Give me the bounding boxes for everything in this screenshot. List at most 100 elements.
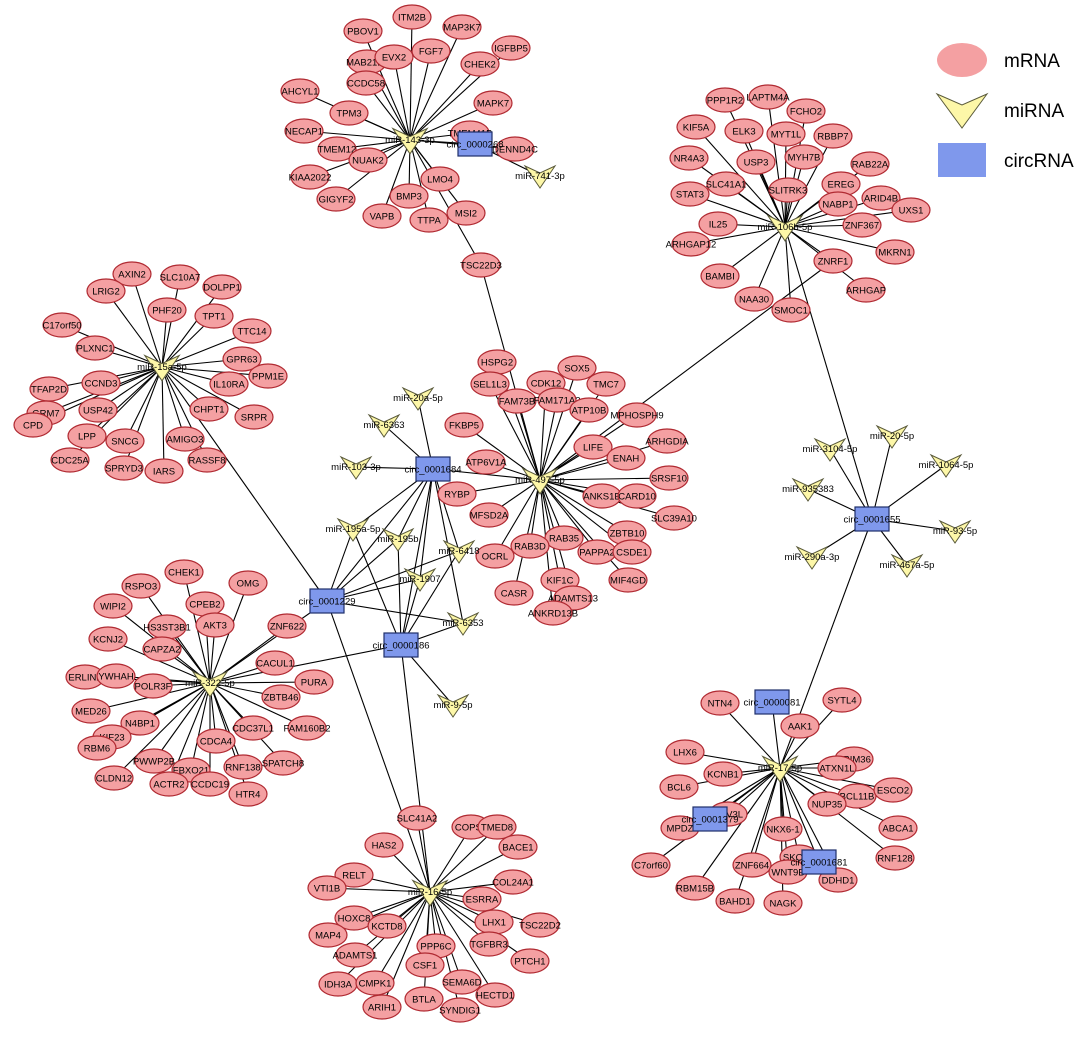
mirna-node-mir-741-3p[interactable]: miR-741-3p <box>515 164 565 189</box>
mirna-node-mir-195b[interactable]: miR-195b <box>377 527 419 552</box>
mrna-node-kctd8[interactable]: KCTD8 <box>367 913 407 939</box>
mrna-node-znf622[interactable]: ZNF622 <box>267 613 307 639</box>
mrna-node-c17orf50[interactable]: C17orf50 <box>42 312 82 338</box>
circrna-node-circ-0001681[interactable]: circ_0001681 <box>790 849 848 875</box>
mrna-node-nabp1[interactable]: NABP1 <box>818 191 858 217</box>
mrna-node-idh3a[interactable]: IDH3A <box>318 971 358 997</box>
mirna-node-mir-16-5p[interactable]: miR-16-5p <box>408 879 452 907</box>
mirna-node-mir-20a-5p[interactable]: miR-20a-5p <box>393 386 443 411</box>
mrna-node-tgfbr3[interactable]: TGFBR3 <box>469 931 509 957</box>
mrna-node-atxn1l[interactable]: ATXN1L <box>817 755 857 781</box>
mrna-node-tpt1[interactable]: TPT1 <box>194 303 234 329</box>
mrna-node-life[interactable]: LIFE <box>573 434 613 460</box>
mrna-node-cpd[interactable]: CPD <box>13 412 53 438</box>
mrna-node-chek2[interactable]: CHEK2 <box>460 51 500 77</box>
mrna-node-rbm15b[interactable]: RBM15B <box>675 875 715 901</box>
mrna-node-slc41a1[interactable]: SLC41A1 <box>706 171 747 197</box>
mrna-node-ocrl[interactable]: OCRL <box>475 543 515 569</box>
mrna-node-rab22a[interactable]: RAB22A <box>850 151 890 177</box>
mrna-node-znrf1[interactable]: ZNRF1 <box>813 248 853 274</box>
mrna-node-tmem12[interactable]: TMEM12 <box>317 136 357 162</box>
mrna-node-necap1[interactable]: NECAP1 <box>284 118 324 144</box>
mrna-node-sytl4[interactable]: SYTL4 <box>822 687 862 713</box>
mrna-node-rbm6[interactable]: RBM6 <box>77 735 117 761</box>
mrna-node-tsc22d2[interactable]: TSC22D2 <box>519 912 561 938</box>
mrna-node-lrig2[interactable]: LRIG2 <box>86 278 126 304</box>
mrna-node-laptm4a[interactable]: LAPTM4A <box>746 84 790 110</box>
mirna-node-mir-93-5p[interactable]: miR-93-5p <box>933 519 977 544</box>
mrna-node-bace1[interactable]: BACE1 <box>498 834 538 860</box>
mrna-node-adamts1[interactable]: ADAMTS1 <box>333 942 378 968</box>
mrna-node-ptch1[interactable]: PTCH1 <box>510 948 550 974</box>
mrna-node-col24a1[interactable]: COL24A1 <box>492 869 534 895</box>
mrna-node-fam73b[interactable]: FAM73B <box>497 388 537 414</box>
mrna-node-cdca4[interactable]: CDCA4 <box>196 728 236 754</box>
mrna-node-hectd1[interactable]: HECTD1 <box>475 982 515 1008</box>
mrna-node-esco2[interactable]: ESCO2 <box>873 777 913 803</box>
mrna-node-csde1[interactable]: CSDE1 <box>612 539 652 565</box>
mrna-node-pappa2[interactable]: PAPPA2 <box>577 539 617 565</box>
mrna-node-capza2[interactable]: CAPZA2 <box>142 636 182 662</box>
circrna-node-circ-0000268[interactable]: circ_0000268 <box>446 131 504 157</box>
mrna-node-rspo3[interactable]: RSPO3 <box>121 573 161 599</box>
mirna-node-mir-103-3p[interactable]: miR-103-3p <box>331 455 381 480</box>
mrna-node-gigyf2[interactable]: GIGYF2 <box>316 186 356 212</box>
mrna-node-wnt9b[interactable]: WNT9B <box>768 859 808 885</box>
mrna-node-tsc22d3[interactable]: TSC22D3 <box>460 252 502 278</box>
mrna-node-srsf10[interactable]: SRSF10 <box>649 465 689 491</box>
mrna-node-dennd4c[interactable]: DENND4C <box>492 136 538 162</box>
mrna-node-mif4gd[interactable]: MIF4GD <box>608 567 648 593</box>
mirna-node-mir-17-5p[interactable]: miR-17-5p <box>758 755 802 783</box>
mirna-node-mir-195a-5p[interactable]: miR-195a-5p <box>326 517 381 542</box>
mrna-node-dolpp1[interactable]: DOLPP1 <box>202 274 242 300</box>
mrna-node-rab35[interactable]: RAB35 <box>544 525 584 551</box>
mrna-node-myh7b[interactable]: MYH7B <box>784 144 824 170</box>
mrna-node-cpeb2[interactable]: CPEB2 <box>185 591 225 617</box>
mrna-node-fam160b2[interactable]: FAM160B2 <box>284 715 331 741</box>
mrna-node-sox5[interactable]: SOX5 <box>557 355 597 381</box>
mrna-node-arhgap[interactable]: ARHGAP <box>846 277 886 303</box>
mrna-node-tmc7[interactable]: TMC7 <box>586 371 626 397</box>
mirna-node-mir-1064-5p[interactable]: miR-1064-5p <box>919 453 974 478</box>
mrna-node-ppm1e[interactable]: PPM1E <box>248 363 288 389</box>
mrna-node-actr2[interactable]: ACTR2 <box>149 771 189 797</box>
mrna-node-ccdc19[interactable]: CCDC19 <box>190 771 230 797</box>
mrna-node-esrra[interactable]: ESRRA <box>462 886 502 912</box>
mrna-node-stat3[interactable]: STAT3 <box>670 181 710 207</box>
mrna-node-kiaa2022[interactable]: KIAA2022 <box>289 164 332 190</box>
mrna-node-syndig1[interactable]: SYNDIG1 <box>439 997 481 1023</box>
mrna-node-sema6d[interactable]: SEMA6D <box>442 969 482 995</box>
mrna-node-nuak2[interactable]: NUAK2 <box>348 147 388 173</box>
mirna-node-mir-9-5p[interactable]: miR-9-5p <box>433 693 473 718</box>
mrna-node-lpp[interactable]: LPP <box>67 423 107 449</box>
mrna-node-mapk7[interactable]: MAPK7 <box>473 90 513 116</box>
mrna-node-usp3[interactable]: USP3 <box>736 149 776 175</box>
mirna-node-mir-143-3p[interactable]: miR-143-3p <box>385 127 435 155</box>
mrna-node-bahd1[interactable]: BAHD1 <box>715 888 755 914</box>
mirna-node-mir-935383[interactable]: miR-935383 <box>782 477 834 502</box>
mirna-node-mir-1907[interactable]: miR-1907 <box>399 567 441 592</box>
mrna-node-enah[interactable]: ENAH <box>606 445 646 471</box>
circrna-node-circ-0000081[interactable]: circ_0000081 <box>743 689 801 715</box>
mrna-node-mkrn1[interactable]: MKRN1 <box>875 239 915 265</box>
mrna-node-med26[interactable]: MED26 <box>71 698 111 724</box>
mrna-node-tmed8[interactable]: TMED8 <box>477 814 517 840</box>
mrna-node-ccnd3[interactable]: CCND3 <box>81 370 121 396</box>
mrna-node-zbtb46[interactable]: ZBTB46 <box>261 684 301 710</box>
mrna-node-fcho2[interactable]: FCHO2 <box>786 98 826 124</box>
mrna-node-lhx1[interactable]: LHX1 <box>474 909 514 935</box>
mirna-node-mir-290a-3p[interactable]: miR-290a-3p <box>785 545 840 570</box>
mrna-node-ccdc58[interactable]: CCDC58 <box>346 70 386 96</box>
mrna-node-bmp3[interactable]: BMP3 <box>389 183 429 209</box>
mrna-node-chpt1[interactable]: CHPT1 <box>189 396 229 422</box>
mrna-node-chek1[interactable]: CHEK1 <box>164 559 204 585</box>
mrna-node-uxs1[interactable]: UXS1 <box>891 197 931 223</box>
mrna-node-abca1[interactable]: ABCA1 <box>878 815 918 841</box>
mrna-node-pbov1[interactable]: PBOV1 <box>343 18 383 44</box>
mrna-node-hspg2[interactable]: HSPG2 <box>477 349 517 375</box>
mirna-node-mir-497-5p[interactable]: miR-497-5p <box>515 467 565 495</box>
mrna-node-slc41a2[interactable]: SLC41A2 <box>397 805 438 831</box>
mrna-node-cldn12[interactable]: CLDN12 <box>94 765 134 791</box>
mrna-node-arhgap12[interactable]: ARHGAP12 <box>666 231 717 257</box>
mrna-node-pura[interactable]: PURA <box>294 669 334 695</box>
